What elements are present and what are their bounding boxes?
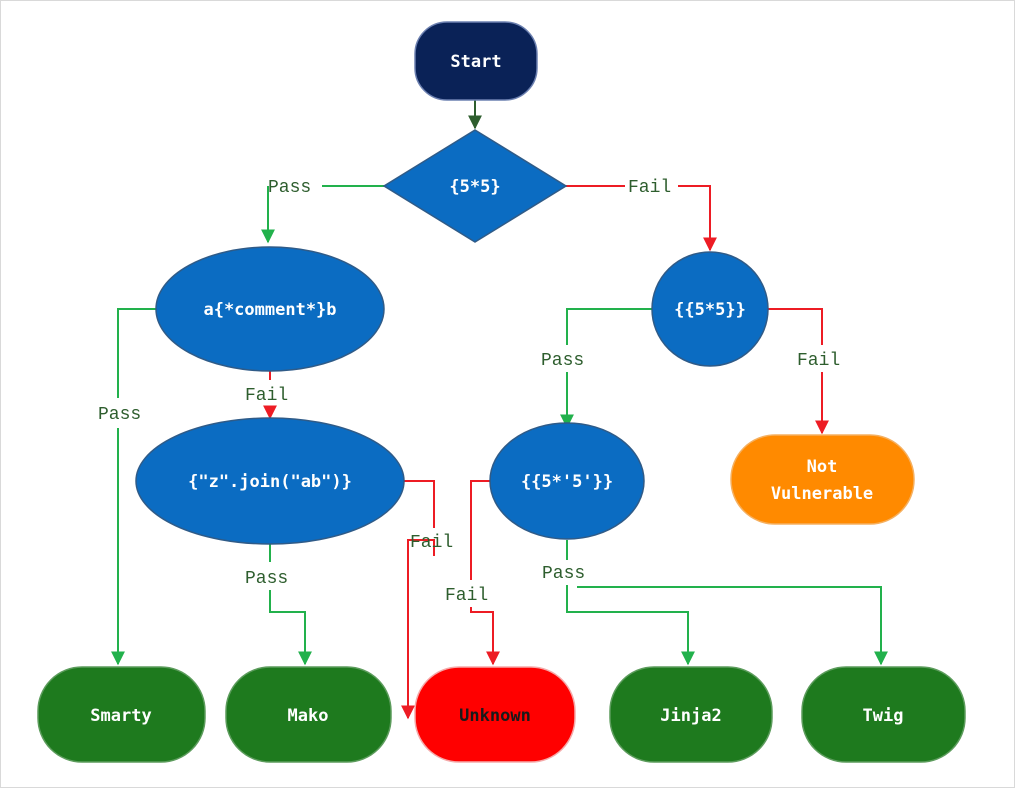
decision-q4-label: {"z".join("ab")} xyxy=(188,472,352,492)
edge-q4-pass xyxy=(269,542,305,664)
edge-q4-fail-connector xyxy=(407,539,435,556)
decision-q4: {"z".join("ab")} xyxy=(135,417,405,545)
edge-q5-fail xyxy=(470,480,493,664)
edge-q4-fail xyxy=(404,480,435,718)
smarty-label: Smarty xyxy=(90,706,151,726)
jinja2-label: Jinja2 xyxy=(660,706,721,726)
decision-q3-label: {{5*5}} xyxy=(674,300,746,320)
label-q2-fail: Fail xyxy=(245,386,288,406)
label-q1-fail: Fail xyxy=(628,178,671,198)
label-q3-fail: Fail xyxy=(797,351,840,371)
label-q4-fail: Fail xyxy=(410,533,453,553)
decision-q5: {{5*'5'}} xyxy=(489,422,645,540)
decision-q1: {5*5} xyxy=(382,129,568,243)
result-mako: Mako xyxy=(225,666,392,763)
start-label: Start xyxy=(450,52,501,72)
decision-q2-label: a{*comment*}b xyxy=(203,300,336,320)
label-q1-pass: Pass xyxy=(268,178,311,198)
edge-q5-pass-twig xyxy=(577,586,888,666)
edge-q3-fail xyxy=(768,308,822,433)
twig-label: Twig xyxy=(863,706,904,726)
decision-q2: a{*comment*}b xyxy=(155,246,385,372)
not-vulnerable-label-line2: Vulnerable xyxy=(771,484,873,504)
decision-q1-label: {5*5} xyxy=(449,177,500,197)
unknown-label: Unknown xyxy=(459,706,531,726)
label-q4-pass: Pass xyxy=(245,569,288,589)
result-unknown: Unknown xyxy=(414,666,576,763)
result-twig: Twig xyxy=(801,666,966,763)
decision-q5-label: {{5*'5'}} xyxy=(521,472,613,492)
start-node: Start xyxy=(414,21,538,101)
not-vulnerable-label-line1: Not xyxy=(807,457,838,477)
edge-q2-pass xyxy=(118,308,158,664)
mako-label: Mako xyxy=(288,706,329,726)
label-q5-fail: Fail xyxy=(445,586,488,606)
edge-q3-pass xyxy=(567,308,653,427)
label-q2-pass: Pass xyxy=(98,405,141,425)
result-not-vulnerable: Not Vulnerable xyxy=(730,434,915,525)
edge-q1-fail xyxy=(566,185,710,250)
result-jinja2: Jinja2 xyxy=(609,666,773,763)
edge-q5-pass xyxy=(566,540,688,664)
label-q5-pass: Pass xyxy=(542,564,585,584)
decision-q3: {{5*5}} xyxy=(651,251,769,367)
result-smarty: Smarty xyxy=(37,666,206,763)
label-q3-pass: Pass xyxy=(541,351,584,371)
